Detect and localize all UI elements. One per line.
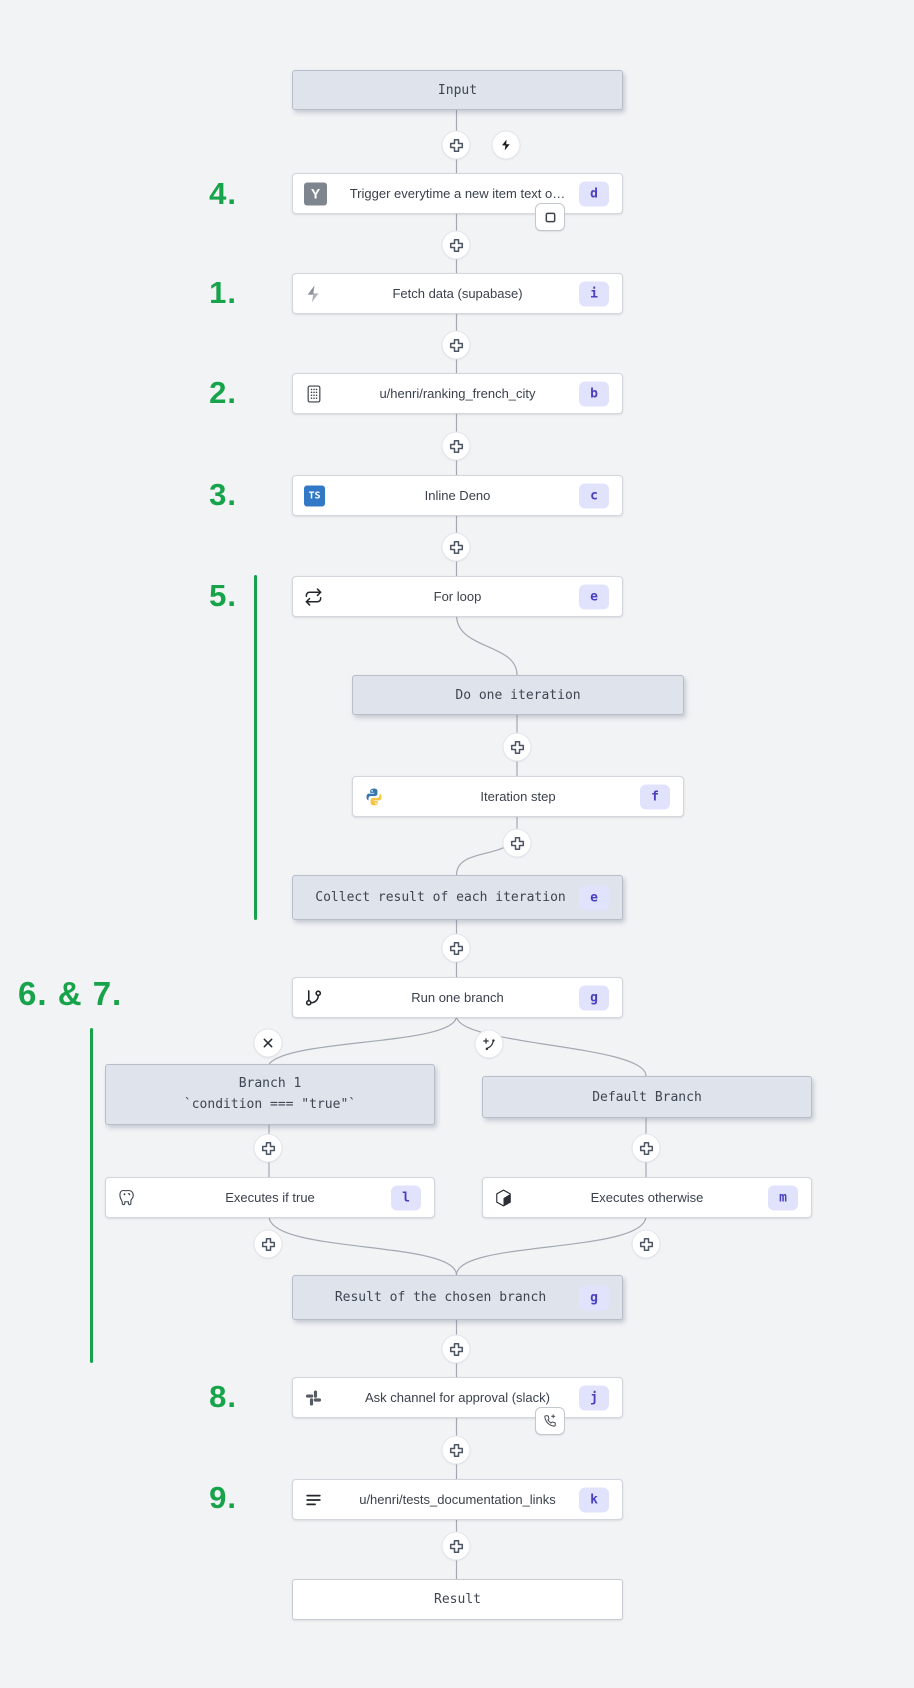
step-id-badge: m bbox=[768, 1185, 798, 1210]
annotation-8: 8. bbox=[209, 1379, 237, 1414]
suspend-approval-indicator[interactable] bbox=[535, 1407, 565, 1435]
add-step-button[interactable] bbox=[442, 934, 470, 962]
annotation-9: 9. bbox=[209, 1480, 237, 1515]
annotation-4: 4. bbox=[209, 176, 237, 211]
add-step-button[interactable] bbox=[254, 1134, 282, 1162]
branch1-box[interactable]: Branch 1 `condition === "true"` bbox=[105, 1064, 435, 1125]
step-iteration[interactable]: Iteration step f bbox=[352, 776, 684, 817]
step-executes-if-true[interactable]: Executes if true l bbox=[105, 1177, 435, 1218]
python-icon bbox=[364, 787, 384, 807]
collect-result-label: Collect result of each iteration bbox=[315, 890, 566, 905]
add-step-button[interactable] bbox=[632, 1134, 660, 1162]
building-icon bbox=[304, 384, 324, 404]
annotation-6-7: 6. & 7. bbox=[18, 975, 123, 1012]
square-icon bbox=[545, 212, 555, 222]
cube-icon bbox=[494, 1188, 513, 1207]
add-step-button[interactable] bbox=[503, 829, 531, 857]
annotation-1: 1. bbox=[209, 275, 237, 310]
default-branch-box[interactable]: Default Branch bbox=[482, 1076, 812, 1118]
annotation-3: 3. bbox=[209, 477, 237, 512]
step-ranking-french-city-label: u/henri/ranking_french_city bbox=[379, 386, 536, 401]
annotation-2: 2. bbox=[209, 375, 237, 410]
step-id-badge: l bbox=[391, 1185, 421, 1210]
do-one-iteration-box[interactable]: Do one iteration bbox=[352, 675, 684, 715]
step-executes-otherwise-label: Executes otherwise bbox=[590, 1190, 704, 1205]
step-inline-deno-label: Inline Deno bbox=[424, 488, 491, 503]
default-branch-label: Default Branch bbox=[592, 1089, 702, 1105]
menu-icon bbox=[304, 1490, 323, 1509]
slack-icon bbox=[304, 1388, 323, 1407]
step-inline-deno[interactable]: TS Inline Deno c bbox=[292, 475, 623, 516]
add-step-button[interactable] bbox=[442, 231, 470, 259]
step-ask-approval-label: Ask channel for approval (slack) bbox=[365, 1390, 550, 1405]
annotation-line-6-7 bbox=[90, 1028, 93, 1363]
flow-input-box[interactable]: Input bbox=[292, 70, 623, 110]
add-branch-button[interactable] bbox=[475, 1030, 503, 1058]
postgresql-icon bbox=[117, 1188, 137, 1208]
step-executes-otherwise[interactable]: Executes otherwise m bbox=[482, 1177, 812, 1218]
loop-icon bbox=[304, 587, 323, 606]
flow-input-label: Input bbox=[437, 82, 478, 98]
step-id-badge: i bbox=[579, 281, 609, 306]
step-run-one-branch-label: Run one branch bbox=[411, 990, 504, 1005]
add-step-button[interactable] bbox=[442, 1436, 470, 1464]
step-ranking-french-city[interactable]: u/henri/ranking_french_city b bbox=[292, 373, 623, 414]
hackernews-y-icon: Y bbox=[304, 182, 327, 205]
step-id-badge: k bbox=[579, 1487, 609, 1512]
branch1-condition: `condition === "true"` bbox=[183, 1096, 357, 1112]
step-fetch-data[interactable]: Fetch data (supabase) i bbox=[292, 273, 623, 314]
branch1-title: Branch 1 bbox=[238, 1076, 302, 1092]
step-iteration-label: Iteration step bbox=[480, 789, 556, 804]
remove-branch-button[interactable] bbox=[254, 1029, 282, 1057]
step-tests-documentation-links-label: u/henri/tests_documentation_links bbox=[359, 1492, 556, 1507]
supabase-bolt-icon bbox=[304, 284, 324, 304]
add-step-button[interactable] bbox=[442, 1532, 470, 1560]
step-tests-documentation-links[interactable]: u/henri/tests_documentation_links k bbox=[292, 1479, 623, 1520]
add-step-button[interactable] bbox=[442, 1335, 470, 1363]
phone-incoming-icon bbox=[544, 1414, 556, 1427]
step-id-badge: c bbox=[579, 483, 609, 508]
step-id-badge: e bbox=[579, 584, 609, 609]
add-step-button[interactable] bbox=[442, 131, 470, 159]
typescript-icon: TS bbox=[304, 485, 325, 506]
step-ask-approval[interactable]: Ask channel for approval (slack) j bbox=[292, 1377, 623, 1418]
step-id-badge: d bbox=[579, 181, 609, 206]
add-step-button[interactable] bbox=[632, 1230, 660, 1258]
step-id-badge: g bbox=[579, 985, 609, 1010]
step-id-badge: f bbox=[640, 784, 670, 809]
step-run-one-branch[interactable]: Run one branch g bbox=[292, 977, 623, 1018]
git-branch-icon bbox=[304, 988, 323, 1007]
step-id-badge: e bbox=[579, 885, 609, 910]
step-fetch-data-label: Fetch data (supabase) bbox=[392, 286, 523, 301]
step-id-badge: j bbox=[579, 1385, 609, 1410]
step-trigger[interactable]: Y Trigger everytime a new item text o… d bbox=[292, 173, 623, 214]
flow-result-label: Result bbox=[434, 1592, 481, 1607]
annotation-5: 5. bbox=[209, 578, 237, 613]
flow-result-box[interactable]: Result bbox=[292, 1579, 623, 1620]
step-trigger-label: Trigger everytime a new item text o… bbox=[349, 186, 566, 201]
add-step-button[interactable] bbox=[442, 432, 470, 460]
do-one-iteration-label: Do one iteration bbox=[455, 687, 581, 703]
step-id-badge: g bbox=[579, 1285, 609, 1310]
chosen-branch-result-label: Result of the chosen branch bbox=[334, 1290, 547, 1305]
step-executes-if-true-label: Executes if true bbox=[225, 1190, 315, 1205]
step-for-loop-label: For loop bbox=[433, 589, 482, 604]
add-step-button[interactable] bbox=[442, 331, 470, 359]
add-step-button[interactable] bbox=[254, 1230, 282, 1258]
step-id-badge: b bbox=[579, 381, 609, 406]
chosen-branch-result-box[interactable]: Result of the chosen branch g bbox=[292, 1275, 623, 1320]
collect-result-box[interactable]: Collect result of each iteration e bbox=[292, 875, 623, 920]
step-for-loop[interactable]: For loop e bbox=[292, 576, 623, 617]
trigger-lightning-button[interactable] bbox=[492, 131, 520, 159]
early-stop-indicator[interactable] bbox=[535, 203, 565, 231]
add-step-button[interactable] bbox=[442, 533, 470, 561]
annotation-line-5 bbox=[254, 575, 257, 920]
add-step-button[interactable] bbox=[503, 733, 531, 761]
